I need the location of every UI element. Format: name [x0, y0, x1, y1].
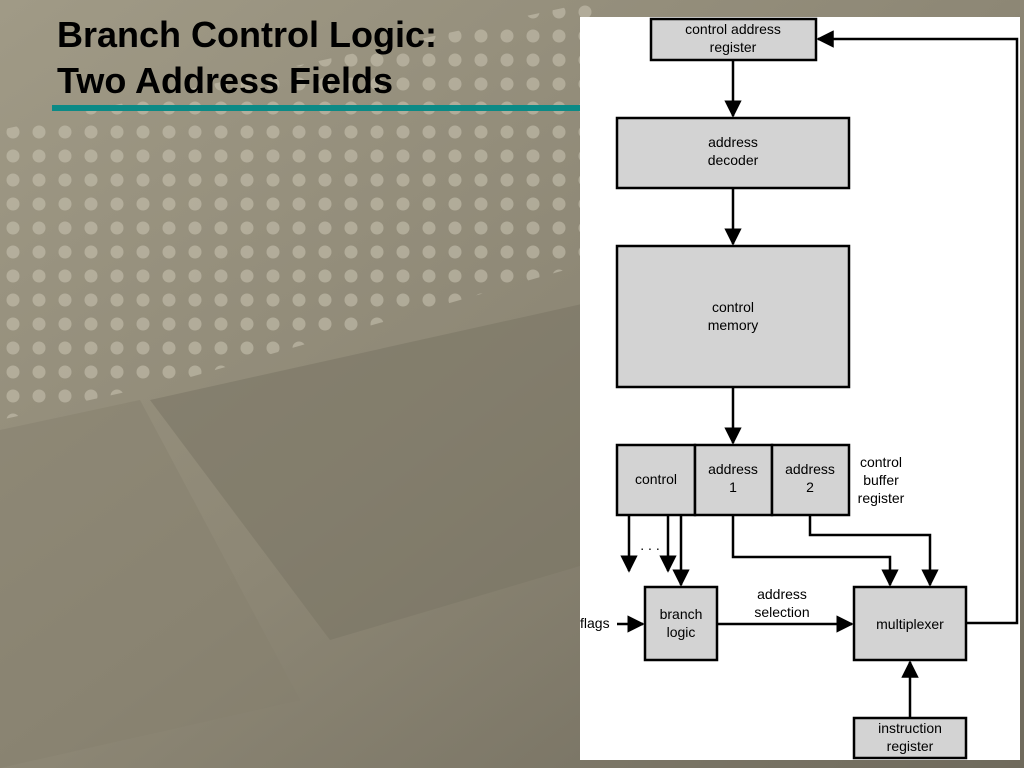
- cbr-address2-field: [770, 443, 851, 517]
- cbr-address1-label-1: address: [708, 461, 758, 477]
- instruction-register-label-1: instruction: [878, 720, 942, 736]
- cbr-control-field: [615, 443, 697, 517]
- slide-title: Branch Control Logic: Two Address Fields: [57, 12, 577, 104]
- control-memory-label-1: control: [712, 299, 754, 315]
- address-decoder-label-2: decoder: [708, 152, 759, 168]
- slide-title-line-2: Two Address Fields: [57, 60, 394, 101]
- address-selection-label-2: selection: [754, 604, 809, 620]
- ellipsis-label: . . .: [640, 537, 659, 553]
- control-memory-label-2: memory: [708, 317, 759, 333]
- control-address-register-label-1: control address: [685, 21, 781, 37]
- cbr-address2-label-1: address: [785, 461, 835, 477]
- diagram-panel: control address register address decoder…: [580, 17, 1020, 760]
- address2-to-mux-arrow: [808, 515, 939, 587]
- cbr-address1-field: [693, 443, 774, 517]
- cbr-label-2: buffer: [863, 472, 899, 488]
- address-decoder-box: [615, 116, 851, 190]
- branch-logic-label-1: branch: [660, 606, 703, 622]
- multiplexer-label: multiplexer: [876, 616, 944, 632]
- slide-title-line-1: Branch Control Logic:: [57, 14, 437, 55]
- control-address-register-label-2: register: [710, 39, 757, 55]
- cbr-address2-label-2: 2: [806, 479, 814, 495]
- mux-feedback-arrow: [816, 30, 1019, 625]
- cbr-label-1: control: [860, 454, 902, 470]
- instruction-register-label-2: register: [887, 738, 934, 754]
- cbr-control-label: control: [635, 471, 677, 487]
- cbr-label-3: register: [858, 490, 905, 506]
- address1-to-mux-arrow: [731, 515, 899, 587]
- instruction-register-box: [852, 716, 968, 760]
- control-memory-box: [615, 244, 851, 389]
- title-underline: [52, 105, 582, 111]
- address-selection-label-1: address: [757, 586, 807, 602]
- flags-label: flags: [580, 615, 610, 631]
- address-decoder-label-1: address: [708, 134, 758, 150]
- cbr-address1-label-2: 1: [729, 479, 737, 495]
- branch-control-diagram: control address register address decoder…: [580, 17, 1019, 760]
- branch-logic-label-2: logic: [667, 624, 696, 640]
